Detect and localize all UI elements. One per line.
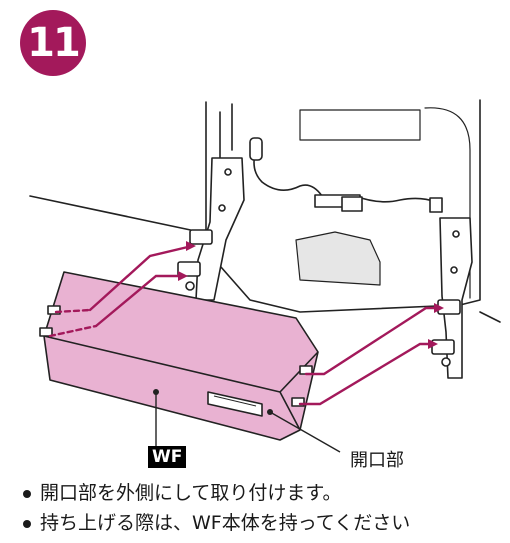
cable: [253, 149, 437, 203]
floor-line: [29, 195, 201, 233]
right-mount-bracket: [431, 217, 473, 379]
floor-line-right: [479, 311, 501, 323]
arrow-heads: [178, 241, 444, 349]
opening-label: 開口部: [350, 450, 404, 471]
note-item: 開口部を外側にして取り付けます。: [20, 480, 510, 506]
installation-diagram: [29, 99, 501, 453]
note-item: 持ち上げる際は、WF本体を持ってください: [20, 510, 510, 536]
opening-leader: [269, 411, 341, 453]
connector-slot: [295, 231, 381, 286]
instruction-notes: 開口部を外側にして取り付けます。 持ち上げる際は、WF本体を持ってください: [20, 480, 510, 540]
left-mount-bracket: [177, 157, 245, 301]
wf-label: WF: [148, 446, 187, 468]
wf-unit: [39, 271, 319, 441]
guide-arrows: [48, 244, 442, 406]
step-number-badge: 11: [20, 10, 86, 76]
